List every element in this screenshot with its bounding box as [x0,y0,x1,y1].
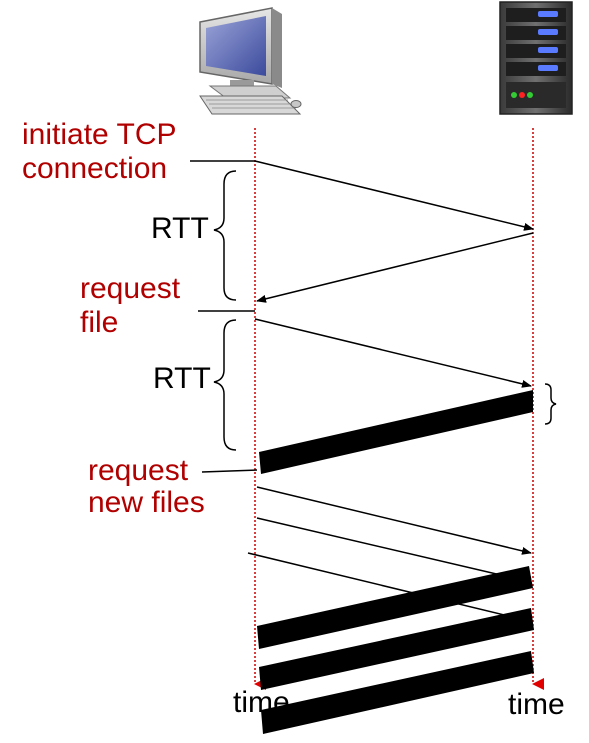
initiate-connection-label-line1: initiate TCP [22,118,177,151]
new-request-arrow [256,486,532,555]
new-request-arrow [256,517,506,577]
desktop-computer-icon [199,7,302,115]
syn-arrow [254,160,534,231]
file-transfer-bar [259,608,534,690]
server-side-brace [544,383,557,425]
request-file-arrow [254,318,532,388]
rtt-label-first: RTT [151,212,209,245]
synack-arrow [256,232,534,303]
rtt-brace [213,170,237,301]
file-transfer-bar [257,566,533,649]
request-file-label-line2: file [80,306,119,339]
request-new-files-label-line2: new files [88,486,205,519]
time-label-client: time [233,686,290,719]
request-new-files-label-line1: request [88,454,189,487]
rtt-label-second: RTT [153,362,211,395]
time-label-server: time [508,688,565,721]
rtt-brace [213,319,237,451]
server-tower-icon [499,1,573,115]
new-request-arrow [247,552,526,622]
request-new-leader-line [201,469,258,473]
file-transfer-bar [259,390,533,474]
request-file-label-line1: request [80,272,181,305]
initiate-connection-label-line2: connection [22,152,168,185]
file-transfer-bar [261,651,534,734]
